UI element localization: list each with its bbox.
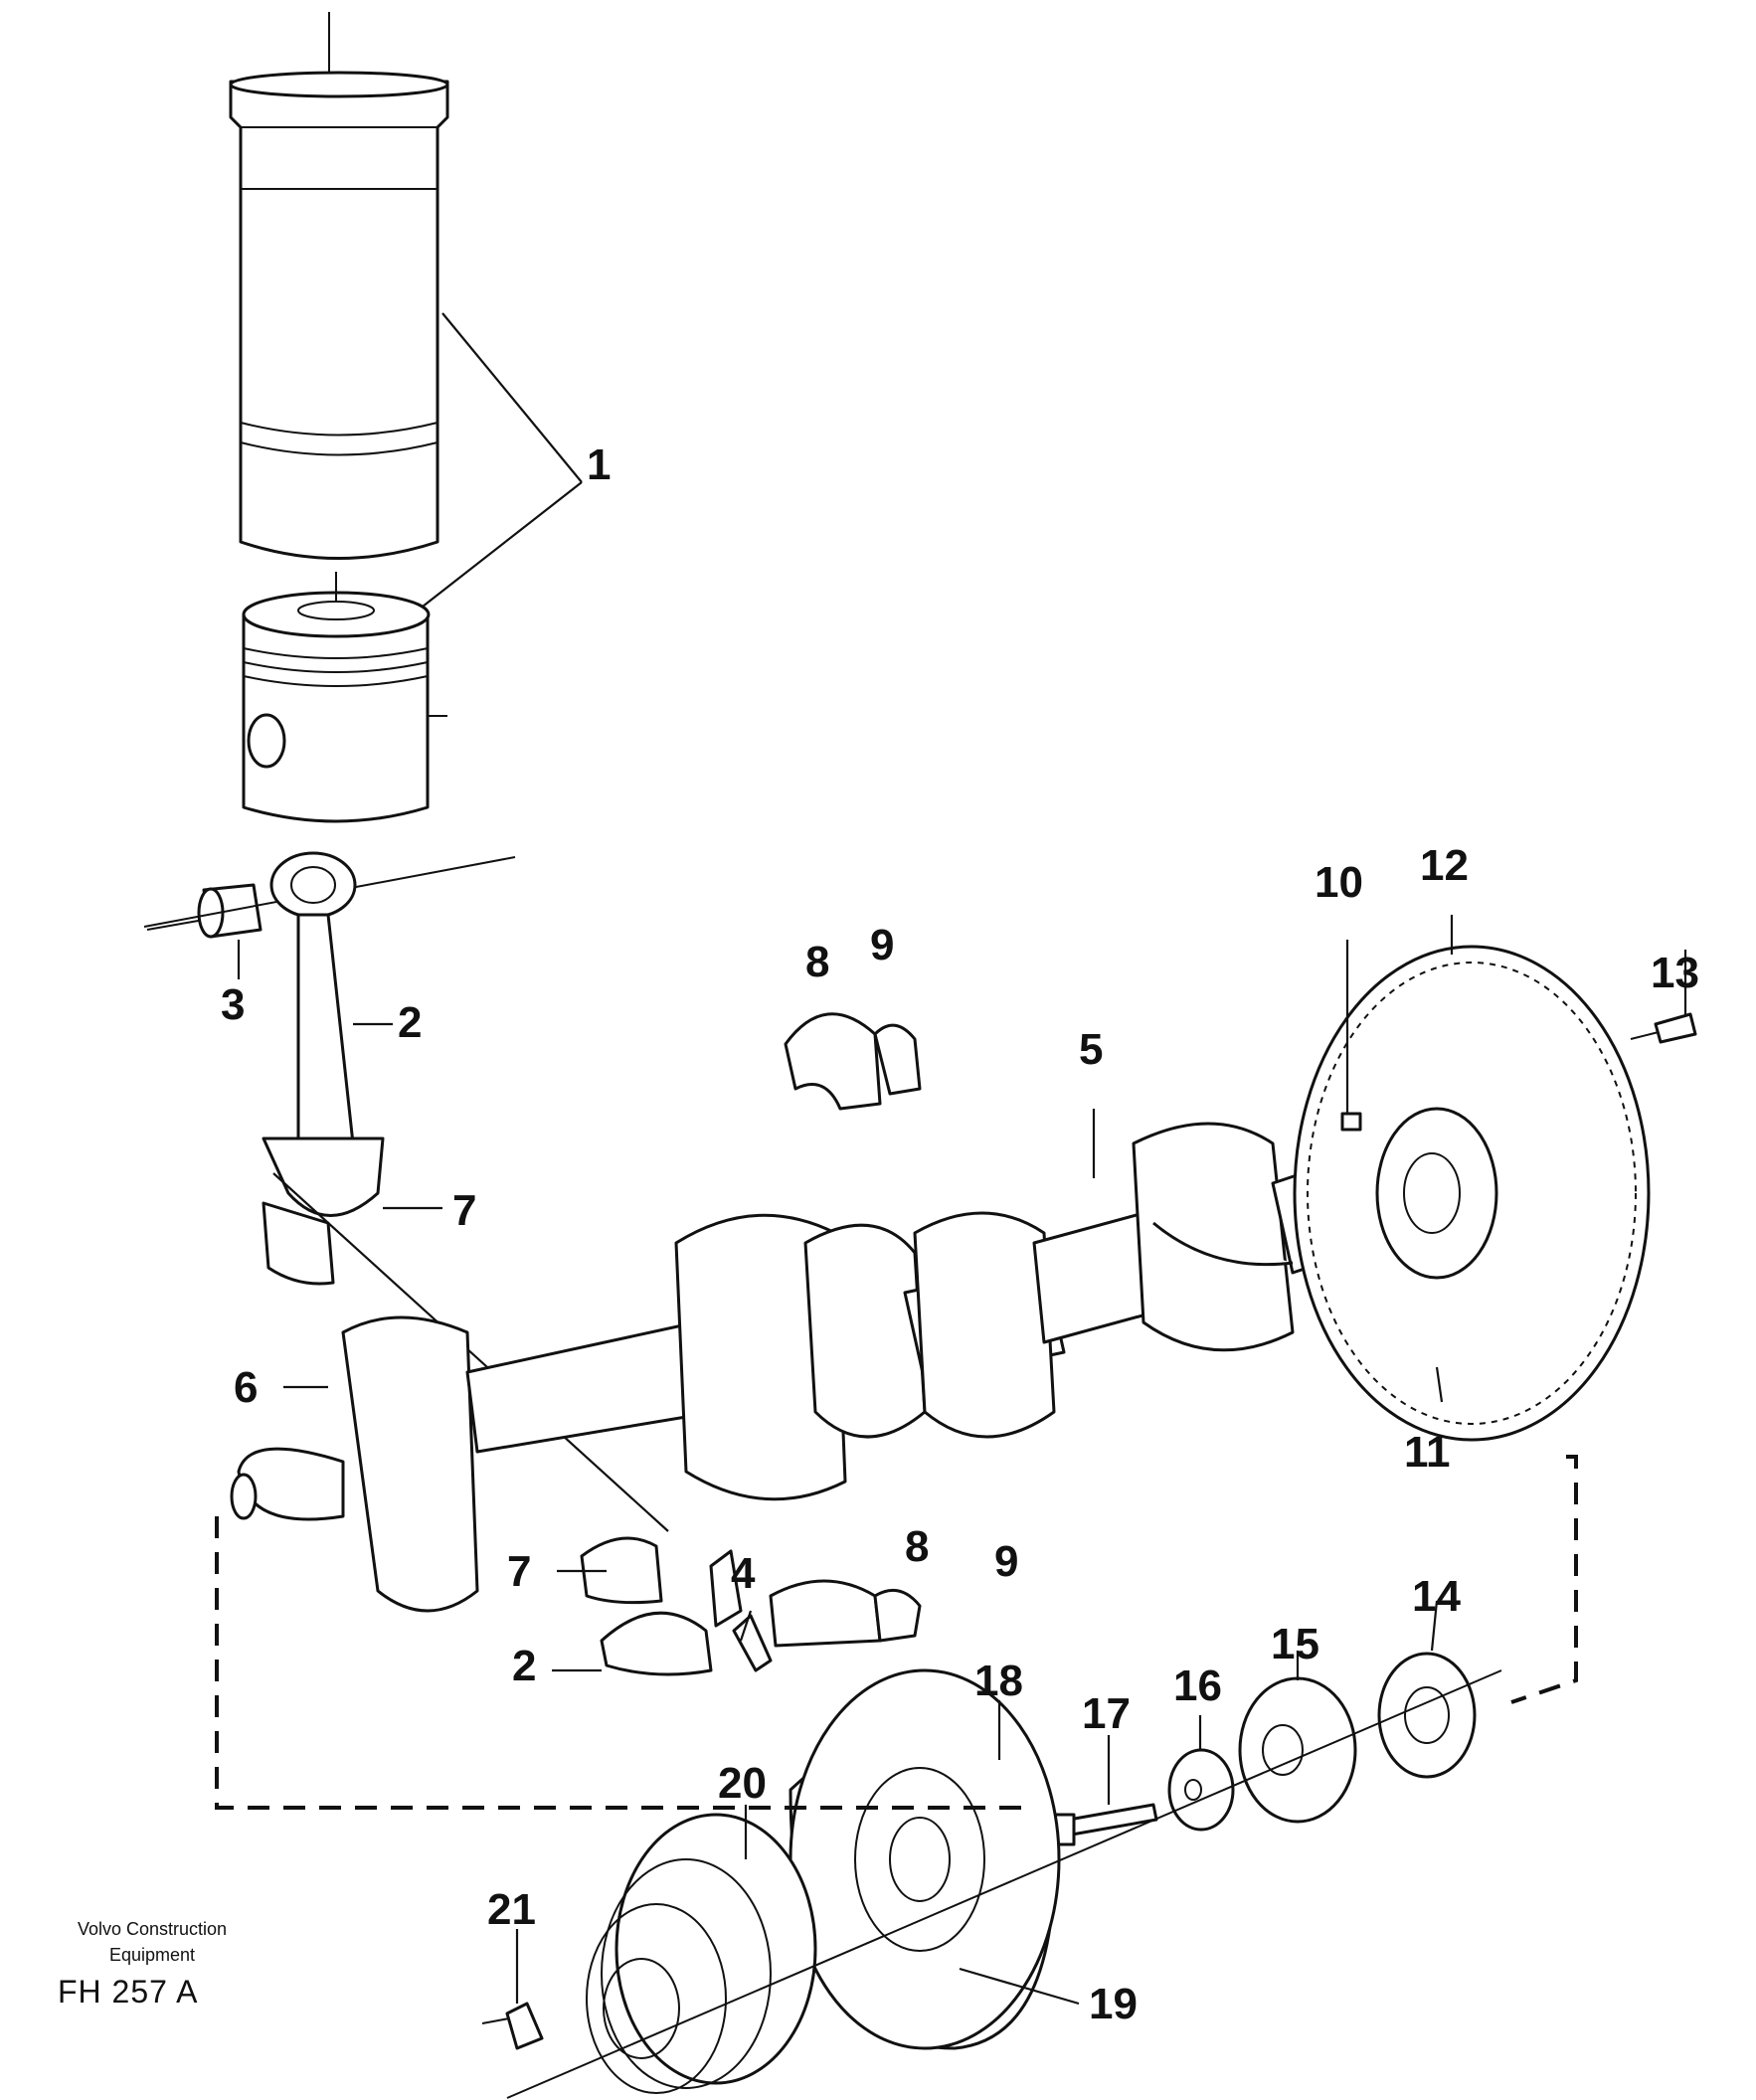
callout-14: 14	[1412, 1572, 1461, 1621]
lower-bearing-parts	[580, 1536, 922, 1676]
callout-5: 5	[1079, 1025, 1103, 1074]
callout-9: 9	[870, 921, 894, 969]
callout-2: 2	[398, 998, 422, 1047]
callout-leaders	[237, 312, 1687, 2006]
publisher-line-1: Volvo Construction	[77, 1919, 228, 1939]
callout-21: 21	[487, 1885, 536, 1934]
callout-1: 1	[587, 440, 611, 489]
callout-7: 7	[452, 1186, 476, 1235]
callout-10: 10	[1315, 858, 1363, 907]
front-end-parts	[481, 1652, 1502, 2099]
callout-9-lower: 9	[994, 1537, 1018, 1586]
crankshaft	[230, 1122, 1354, 1613]
cylinder-liner	[229, 12, 449, 560]
piston	[242, 572, 447, 823]
main-bearing-shells-top	[784, 1012, 922, 1111]
figure-code: FH 257 A	[58, 1974, 199, 2010]
piston-pin-bush	[146, 883, 263, 939]
callout-20: 20	[718, 1759, 767, 1808]
callout-8: 8	[805, 938, 829, 986]
callout-16: 16	[1173, 1662, 1222, 1710]
callout-7-lower: 7	[507, 1547, 531, 1596]
callout-17: 17	[1082, 1689, 1131, 1738]
callout-8-lower: 8	[905, 1522, 929, 1571]
connecting-rod	[143, 851, 669, 1532]
callout-15: 15	[1271, 1620, 1319, 1668]
callout-4: 4	[731, 1549, 756, 1598]
flywheel-ring-gear	[1293, 945, 1651, 1442]
callout-6: 6	[234, 1363, 258, 1412]
callout-2-lower: 2	[512, 1642, 536, 1690]
flywheel-bolt	[1630, 1012, 1697, 1044]
callout-18: 18	[974, 1657, 1023, 1705]
callout-11: 11	[1404, 1428, 1451, 1477]
publisher-line-2: Equipment	[108, 1945, 196, 1965]
callout-19: 19	[1089, 1980, 1138, 2028]
callout-12: 12	[1420, 841, 1469, 890]
callout-13: 13	[1651, 949, 1699, 997]
callout-3: 3	[221, 980, 245, 1029]
